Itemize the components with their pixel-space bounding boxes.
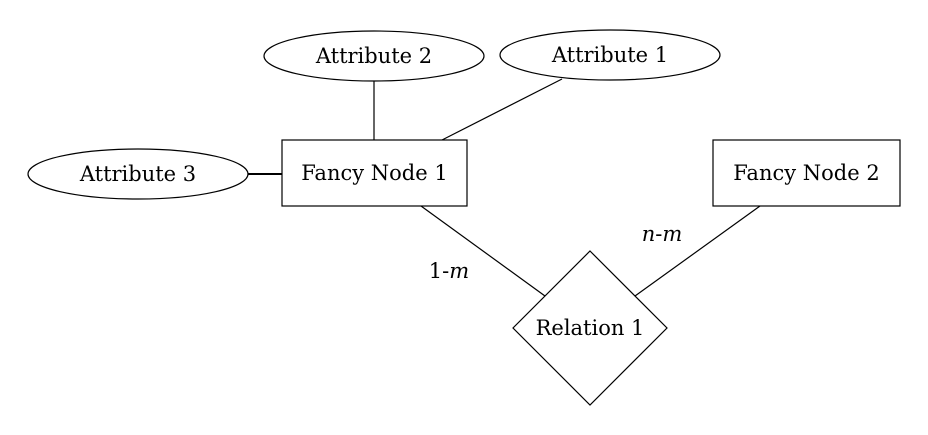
- attribute-3-label: Attribute 3: [79, 162, 196, 186]
- cardinality-2-prefix: n: [642, 222, 656, 246]
- edge-fancy-node-2-relation-1: [634, 205, 761, 297]
- fancy-node-2-label: Fancy Node 2: [733, 161, 879, 185]
- attribute-2-node: Attribute 2: [263, 30, 485, 82]
- edge-attribute-1-fancy-node-1: [441, 78, 563, 141]
- cardinality-1-suffix: m: [449, 259, 469, 283]
- cardinality-label-fancy-node-1: 1-m: [429, 259, 469, 283]
- attribute-1-label: Attribute 1: [551, 43, 668, 67]
- edge-fancy-node-1-relation-1: [420, 205, 546, 297]
- relation-1-relationship: Relation 1: [512, 250, 668, 406]
- cardinality-2-sep: -: [655, 222, 662, 246]
- attribute-1-node: Attribute 1: [499, 29, 721, 81]
- attribute-3-node: Attribute 3: [27, 148, 249, 200]
- fancy-node-1-entity: Fancy Node 1: [281, 139, 468, 207]
- cardinality-1-prefix: 1-: [429, 259, 449, 283]
- cardinality-2-suffix: m: [662, 222, 682, 246]
- attribute-2-ellipse: [263, 30, 485, 82]
- attribute-2-label: Attribute 2: [315, 44, 432, 68]
- cardinality-label-fancy-node-2: n-m: [642, 222, 683, 246]
- fancy-node-1-label: Fancy Node 1: [301, 161, 447, 185]
- relation-1-label: Relation 1: [536, 316, 645, 340]
- relation-1-diamond: [512, 250, 668, 406]
- attribute-1-ellipse: [499, 29, 721, 81]
- fancy-node-2-box: [712, 139, 901, 207]
- fancy-node-2-entity: Fancy Node 2: [712, 139, 901, 207]
- fancy-node-1-box: [281, 139, 468, 207]
- attribute-3-ellipse: [27, 148, 249, 200]
